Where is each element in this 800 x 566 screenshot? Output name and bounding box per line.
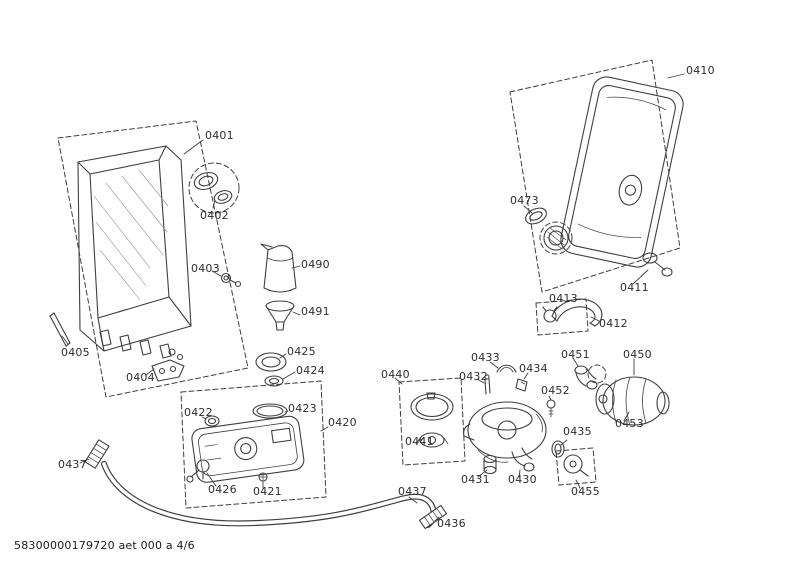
- small-fitting-drawing: [220, 272, 242, 288]
- part-label-0412: 0412: [599, 317, 628, 330]
- part-label-0491: 0491: [301, 305, 330, 318]
- part-label-0425: 0425: [287, 345, 316, 358]
- hinge-part-drawing: [642, 252, 673, 277]
- part-label-0421: 0421: [253, 485, 282, 498]
- part-label-0432: 0432: [459, 370, 488, 383]
- clip-drawing-0434: [515, 378, 528, 392]
- leader-lines: [61, 73, 685, 522]
- document-number: 58300000179720 aet 000 a 4/6: [14, 539, 195, 552]
- fitting-drawing-0431: [483, 454, 497, 475]
- part-label-0403: 0403: [191, 262, 220, 275]
- part-label-0455: 0455: [571, 485, 600, 498]
- dashed-group-boxes: [57, 59, 681, 509]
- funnel-drawing: [265, 300, 295, 331]
- outlet-drawing-0430: [511, 447, 535, 472]
- dispenser-ring-drawing: [252, 403, 288, 419]
- part-label-0440: 0440: [381, 368, 410, 381]
- part-label-0423: 0423: [288, 402, 317, 415]
- tub-assembly-drawing: [77, 145, 192, 361]
- drain-tube-drawing: [49, 312, 71, 347]
- clip-drawing-0433: [496, 364, 517, 373]
- part-label-0422: 0422: [184, 406, 213, 419]
- part-label-0431: 0431: [461, 473, 490, 486]
- seal-drawing-0435: [551, 440, 565, 458]
- jug-drawing: [260, 243, 297, 293]
- dispenser-cap-drawing: [255, 352, 287, 387]
- screw-drawing-0452: [546, 399, 556, 418]
- motor-drawing: [595, 376, 670, 426]
- part-label-0401: 0401: [205, 129, 234, 142]
- door-panel-drawing: [560, 76, 684, 268]
- part-label-0435: 0435: [563, 425, 592, 438]
- dispenser-inlet-drawing: [204, 415, 220, 427]
- part-label-0433: 0433: [471, 351, 500, 364]
- part-label-0490: 0490: [301, 258, 330, 271]
- part-label-0424: 0424: [296, 364, 325, 377]
- part-label-0453: 0453: [615, 417, 644, 430]
- part-label-0436: 0436: [437, 517, 466, 530]
- dispenser-valve-drawing: [186, 459, 210, 483]
- pin-drawing: [484, 374, 491, 395]
- pump-drawing-0455: [563, 454, 589, 477]
- door-hose-drawing: [551, 298, 603, 327]
- part-label-0441: 0441: [405, 435, 434, 448]
- part-label-0402: 0402: [200, 209, 229, 222]
- part-label-0420: 0420: [328, 416, 357, 429]
- part-label-0450: 0450: [623, 348, 652, 361]
- part-label-0410: 0410: [686, 64, 715, 77]
- part-label-0451: 0451: [561, 348, 590, 361]
- part-label-0437-left: 0437: [58, 458, 87, 471]
- part-label-0413: 0413: [549, 292, 578, 305]
- mount-bracket-drawing: [151, 359, 185, 382]
- part-label-0434: 0434: [519, 362, 548, 375]
- part-label-0437-mid: 0437: [398, 485, 427, 498]
- part-label-0473: 0473: [510, 194, 539, 207]
- part-label-0452: 0452: [541, 384, 570, 397]
- part-label-0411: 0411: [620, 281, 649, 294]
- clamp-ring-drawing: [410, 392, 454, 448]
- sump-body-drawing: [463, 401, 547, 463]
- dispenser-screw-drawing: [258, 472, 268, 482]
- part-label-0430: 0430: [508, 473, 537, 486]
- part-label-0404: 0404: [126, 371, 155, 384]
- part-label-0426: 0426: [208, 483, 237, 496]
- drain-hose-drawing: [84, 439, 448, 530]
- hose-clamp-drawing: [542, 306, 558, 323]
- dispenser-body-drawing: [191, 415, 305, 483]
- part-label-0405: 0405: [61, 346, 90, 359]
- door-seal-drawing: [525, 207, 569, 251]
- seal-rings-drawing: [193, 171, 233, 204]
- elbow-drawing-0451: [574, 365, 598, 390]
